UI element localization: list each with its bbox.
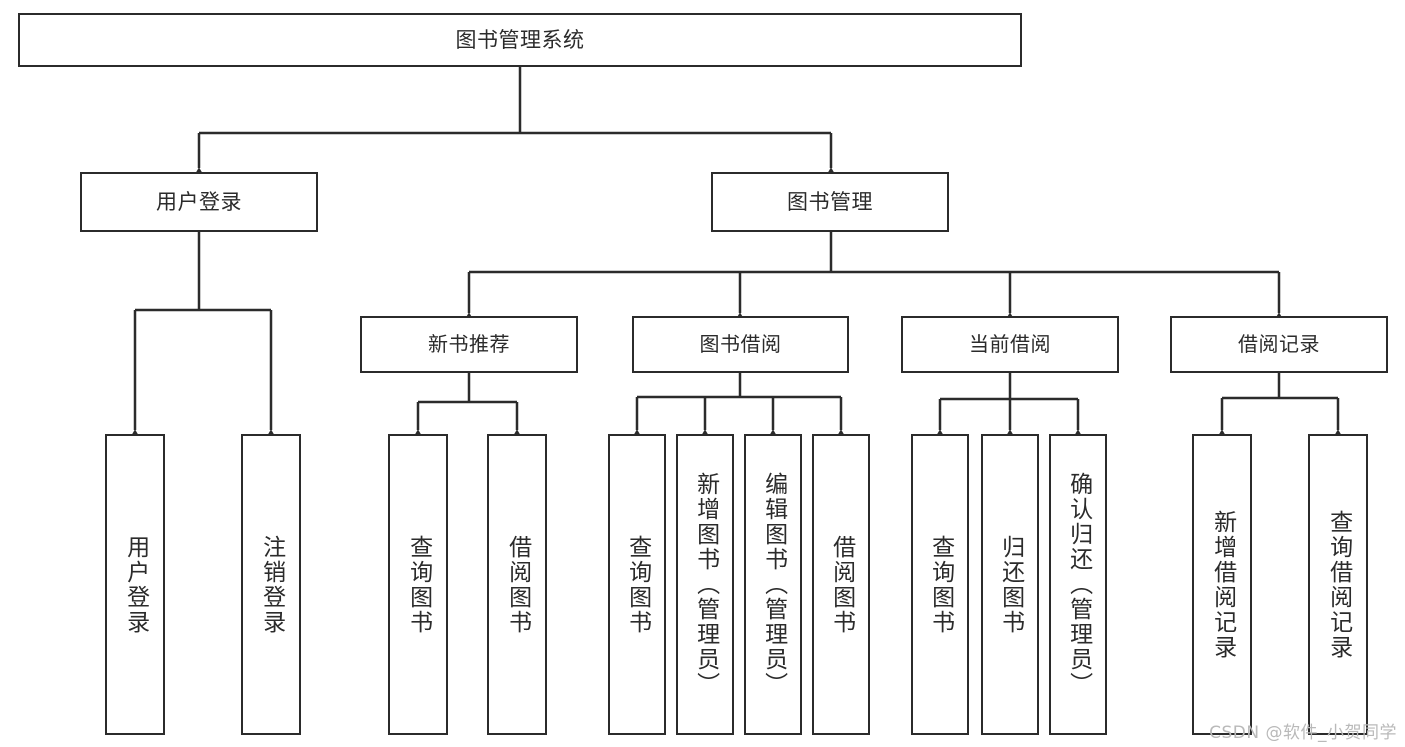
- node-new-book-recommend[interactable]: 新书推荐: [360, 316, 578, 373]
- node-current-borrow[interactable]: 当前借阅: [901, 316, 1119, 373]
- node-book-management[interactable]: 图书管理: [711, 172, 949, 232]
- leaf-book-borrow-add-book-admin[interactable]: 新增图书（管理员）: [676, 434, 734, 735]
- node-label: 查询图书: [927, 534, 954, 635]
- node-label: 查询图书: [624, 534, 651, 635]
- node-label: 当前借阅: [969, 332, 1051, 356]
- node-label: 注销登录: [258, 534, 285, 635]
- node-label: 新增图书（管理员）: [692, 472, 719, 697]
- node-label: 新书推荐: [428, 332, 510, 356]
- leaf-book-borrow-borrow-book[interactable]: 借阅图书: [812, 434, 870, 735]
- node-label: 用户登录: [156, 189, 242, 214]
- leaf-borrow-record-query-record[interactable]: 查询借阅记录: [1308, 434, 1368, 735]
- leaf-current-borrow-query-book[interactable]: 查询图书: [911, 434, 969, 735]
- leaf-user-login-logout[interactable]: 注销登录: [241, 434, 301, 735]
- node-label: 用户登录: [122, 534, 149, 635]
- node-borrow-record[interactable]: 借阅记录: [1170, 316, 1388, 373]
- node-label: 归还图书: [997, 534, 1024, 635]
- node-user-login[interactable]: 用户登录: [80, 172, 318, 232]
- node-label: 图书管理: [787, 189, 873, 214]
- node-label: 查询图书: [405, 534, 432, 635]
- node-label: 编辑图书（管理员）: [760, 472, 787, 697]
- leaf-user-login-login[interactable]: 用户登录: [105, 434, 165, 735]
- node-label: 新增借阅记录: [1209, 509, 1236, 660]
- leaf-borrow-record-add-record[interactable]: 新增借阅记录: [1192, 434, 1252, 735]
- leaf-current-borrow-return-book[interactable]: 归还图书: [981, 434, 1039, 735]
- node-label: 借阅图书: [504, 534, 531, 635]
- leaf-book-borrow-edit-book-admin[interactable]: 编辑图书（管理员）: [744, 434, 802, 735]
- node-book-borrow[interactable]: 图书借阅: [632, 316, 849, 373]
- leaf-new-book-borrow-book[interactable]: 借阅图书: [487, 434, 547, 735]
- watermark-text: CSDN @软件_小贺同学: [1209, 723, 1397, 743]
- node-label: 图书借阅: [699, 332, 782, 356]
- node-label: 图书管理系统: [455, 27, 585, 52]
- node-label: 借阅图书: [828, 534, 855, 635]
- node-root-book-management-system[interactable]: 图书管理系统: [18, 13, 1022, 67]
- leaf-book-borrow-query-book[interactable]: 查询图书: [608, 434, 666, 735]
- node-label: 确认归还（管理员）: [1065, 472, 1092, 697]
- node-label: 查询借阅记录: [1325, 509, 1352, 660]
- leaf-new-book-query-book[interactable]: 查询图书: [388, 434, 448, 735]
- node-label: 借阅记录: [1238, 332, 1320, 356]
- leaf-current-borrow-confirm-return-admin[interactable]: 确认归还（管理员）: [1049, 434, 1107, 735]
